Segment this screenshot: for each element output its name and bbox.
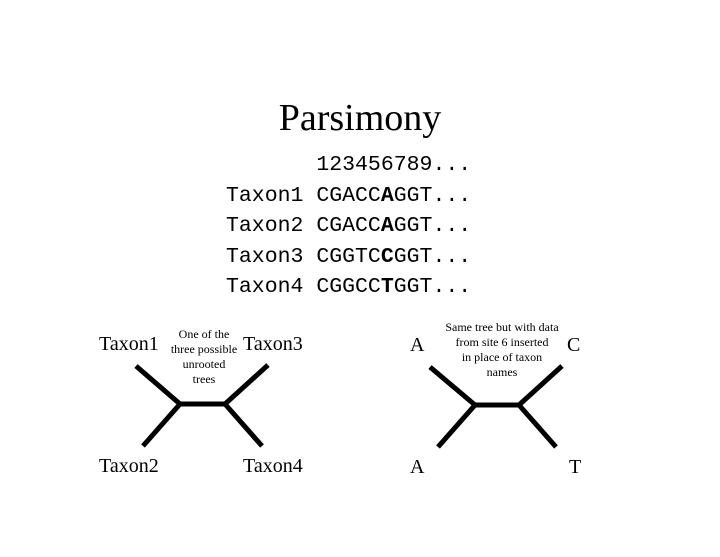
note-line: names bbox=[486, 365, 518, 379]
site-6-base: A bbox=[380, 214, 394, 238]
alignment-row-taxon1: Taxon1 CGACCAGGT... bbox=[226, 181, 471, 212]
left-tree-label-bottom-right: Taxon4 bbox=[243, 455, 303, 477]
branch-taxon2 bbox=[141, 402, 182, 448]
note-line: from site 6 inserted bbox=[455, 335, 549, 349]
alignment-row-taxon2: Taxon2 CGACCAGGT... bbox=[226, 211, 471, 242]
note-line: One of the bbox=[178, 327, 230, 341]
note-line: unrooted bbox=[182, 357, 226, 371]
left-tree-label-top-right: Taxon3 bbox=[243, 333, 303, 355]
right-tree-label-top-right: C bbox=[567, 334, 581, 356]
taxon-name: Taxon3 bbox=[226, 244, 304, 269]
slide-title: Parsimony bbox=[278, 97, 442, 139]
alignment-row-taxon3: Taxon3 CGGTCCGGT... bbox=[226, 242, 471, 273]
sequence-suffix: GGT... bbox=[393, 183, 472, 208]
right-tree-note: Same tree but with data from site 6 inse… bbox=[436, 320, 568, 380]
note-line: three possible bbox=[170, 342, 238, 356]
branch-c bbox=[517, 364, 564, 407]
right-tree-label-bottom-right: T bbox=[569, 456, 582, 478]
right-tree-label-bottom-left: A bbox=[410, 456, 425, 478]
branch-a-top bbox=[428, 365, 477, 407]
right-tree bbox=[428, 364, 564, 449]
site-6-base: A bbox=[380, 183, 394, 208]
taxon-name: Taxon4 bbox=[226, 275, 304, 299]
sequence-suffix: GGT... bbox=[393, 275, 472, 299]
taxon-name: Taxon1 bbox=[226, 183, 304, 208]
sequence-prefix: CGACC bbox=[316, 214, 381, 238]
branch-a-bottom bbox=[436, 403, 477, 449]
sequence-alignment: 123456789... Taxon1 CGACCAGGT... Taxon2 … bbox=[226, 150, 471, 303]
site-numbers: 123456789... bbox=[316, 153, 472, 177]
sequence-suffix: GGT... bbox=[393, 214, 472, 238]
sequence-prefix: CGGCC bbox=[316, 275, 381, 299]
note-line: trees bbox=[192, 372, 216, 386]
sequence-prefix: CGGTC bbox=[316, 244, 381, 269]
left-tree-label-top-left: Taxon1 bbox=[99, 333, 159, 355]
sequence-suffix: GGT... bbox=[393, 244, 472, 269]
note-line: in place of taxon bbox=[461, 350, 543, 364]
sequence-prefix: CGACC bbox=[316, 183, 381, 208]
branch-taxon3 bbox=[223, 363, 270, 406]
branch-taxon4 bbox=[223, 402, 264, 448]
alignment-row-taxon4: Taxon4 CGGCCTGGT... bbox=[226, 272, 471, 303]
taxon-name: Taxon2 bbox=[226, 214, 304, 238]
left-tree-label-bottom-left: Taxon2 bbox=[99, 455, 159, 477]
branch-taxon1 bbox=[134, 364, 182, 406]
right-tree-label-top-left: A bbox=[410, 334, 425, 356]
branch-t bbox=[517, 403, 558, 449]
note-line: Same tree but with data bbox=[445, 320, 559, 334]
left-tree bbox=[134, 363, 270, 448]
site-6-base: C bbox=[380, 244, 394, 269]
alignment-header: 123456789... bbox=[226, 150, 471, 181]
site-6-base: T bbox=[380, 275, 394, 299]
left-tree-note: One of the three possible unrooted trees bbox=[160, 327, 248, 387]
